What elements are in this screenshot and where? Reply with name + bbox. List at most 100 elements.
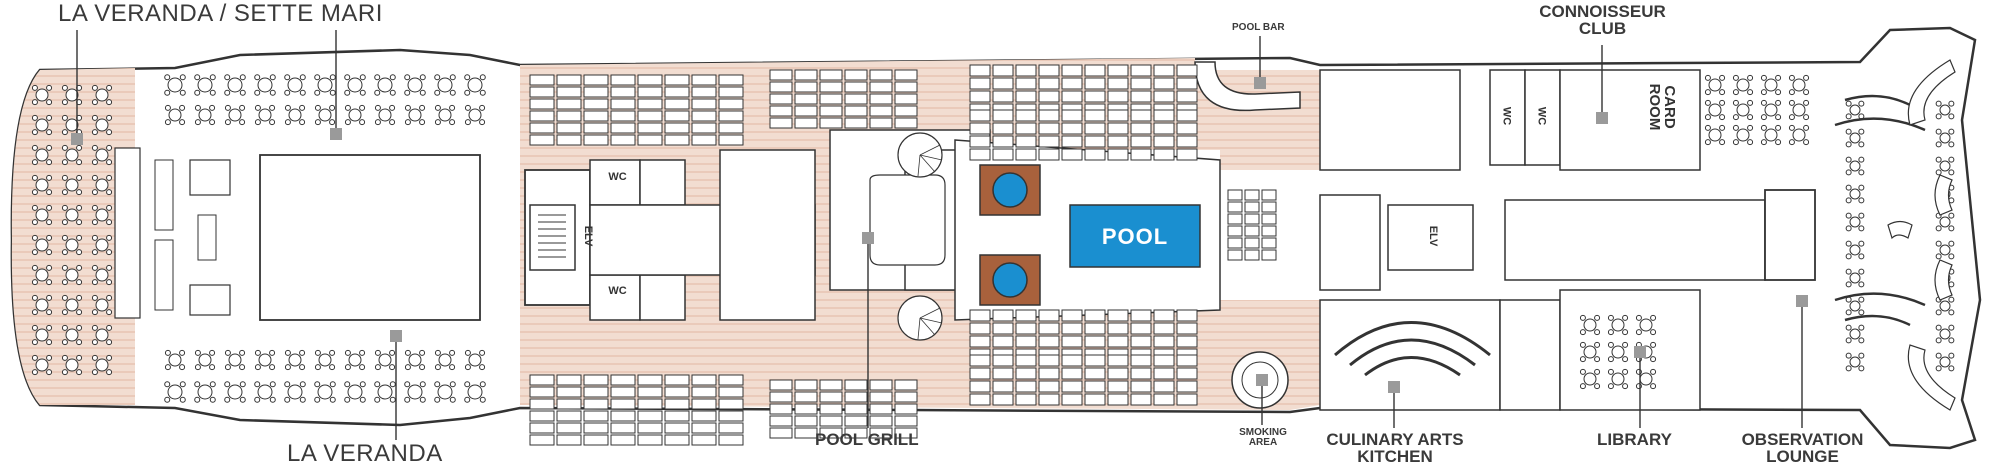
deck-chair — [992, 393, 1014, 406]
dining-table — [31, 144, 53, 166]
elv-label-aft: ELV — [582, 225, 594, 247]
deck-chair — [610, 398, 636, 410]
deck-chair — [969, 322, 991, 335]
deck-chair — [1153, 109, 1175, 122]
la-veranda-sette-mari-label: LA VERANDA / SETTE MARI — [58, 0, 383, 27]
deck-chair — [718, 398, 744, 410]
dining-table — [464, 74, 486, 96]
deck-chair — [819, 69, 843, 81]
deck-chair — [769, 117, 793, 129]
observation-lounge-line-1: OBSERVATION — [1741, 430, 1864, 449]
deck-chair — [844, 427, 868, 439]
dining-table — [61, 264, 83, 286]
card-room-line-1: CARD — [1661, 85, 1678, 129]
deck-chair — [1130, 380, 1152, 393]
deck-chair — [992, 64, 1014, 77]
deck-chair — [969, 90, 991, 103]
deck-chair — [1153, 77, 1175, 90]
deck-chair — [1153, 148, 1175, 161]
deck-chair — [1261, 201, 1277, 213]
deck-chair — [894, 93, 918, 105]
deck-chair — [869, 117, 893, 129]
deck-chair — [583, 134, 609, 146]
deck-chair — [1153, 322, 1175, 335]
dining-table — [194, 349, 216, 371]
dining-table — [164, 104, 186, 126]
deck-chair — [691, 74, 717, 86]
deck-chair — [794, 379, 818, 391]
dining-table — [91, 144, 113, 166]
dining-table — [404, 349, 426, 371]
la-veranda-label: LA VERANDA — [287, 440, 443, 467]
deck-chair — [992, 335, 1014, 348]
deck-chair — [794, 391, 818, 403]
deck-chair — [1038, 367, 1060, 380]
dining-table — [464, 349, 486, 371]
deck-chair — [1015, 335, 1037, 348]
deck-chair — [1061, 109, 1083, 122]
deck-chair — [691, 410, 717, 422]
deck-chair — [1015, 109, 1037, 122]
deck-chair — [1227, 201, 1243, 213]
dining-table — [31, 264, 53, 286]
deck-chair — [583, 86, 609, 98]
deck-chair — [1061, 122, 1083, 135]
deck-chair — [1176, 77, 1198, 90]
deck-chair — [992, 322, 1014, 335]
smoking-area-line-2: AREA — [1248, 437, 1278, 448]
deck-chair — [583, 110, 609, 122]
deck-chair — [556, 410, 582, 422]
deck-chair — [664, 434, 690, 446]
deck-chair — [992, 77, 1014, 90]
dining-table — [344, 381, 366, 403]
deck-chair — [894, 117, 918, 129]
dining-table — [1732, 74, 1754, 96]
deck-chair — [819, 379, 843, 391]
dining-table — [1579, 341, 1601, 363]
connoisseur-club-line-1: CONNOISSEUR — [1539, 2, 1666, 21]
deck-chair — [583, 410, 609, 422]
dining-table — [1845, 212, 1865, 232]
deck-chair — [769, 81, 793, 93]
deck-chair — [529, 110, 555, 122]
deck-chair — [610, 386, 636, 398]
smoking-area-label: SMOKING AREA — [1228, 428, 1298, 448]
dining-table — [434, 104, 456, 126]
dining-table — [404, 104, 426, 126]
deck-chair — [844, 117, 868, 129]
dining-table — [1635, 314, 1657, 336]
deck-chair — [529, 86, 555, 98]
dining-table — [61, 84, 83, 106]
deck-chair — [556, 134, 582, 146]
dining-table — [194, 104, 216, 126]
deck-chair — [1244, 213, 1260, 225]
deck-chair — [556, 422, 582, 434]
deck-chair — [1176, 90, 1198, 103]
deck-chair — [1153, 309, 1175, 322]
deck-chair — [1176, 335, 1198, 348]
deck-chair — [794, 93, 818, 105]
dining-table — [1845, 184, 1865, 204]
deck-chair — [1130, 367, 1152, 380]
dining-table — [224, 381, 246, 403]
dining-table — [31, 324, 53, 346]
dining-table — [194, 74, 216, 96]
dining-table — [1845, 156, 1865, 176]
deck-chair — [769, 93, 793, 105]
deck-chair — [556, 398, 582, 410]
deck-chair — [691, 374, 717, 386]
deck-chair — [969, 77, 991, 90]
deck-chair — [1130, 393, 1152, 406]
deck-chair — [637, 74, 663, 86]
dining-table — [284, 74, 306, 96]
wc-label-fwd-1: WC — [1500, 106, 1513, 126]
deck-chair — [1107, 122, 1129, 135]
deck-chair — [1084, 380, 1106, 393]
deck-chair — [844, 69, 868, 81]
deck-chair — [1015, 322, 1037, 335]
deck-chair — [718, 110, 744, 122]
deck-chair — [1153, 135, 1175, 148]
deck-chair — [819, 117, 843, 129]
dining-table — [61, 174, 83, 196]
dining-table — [91, 204, 113, 226]
